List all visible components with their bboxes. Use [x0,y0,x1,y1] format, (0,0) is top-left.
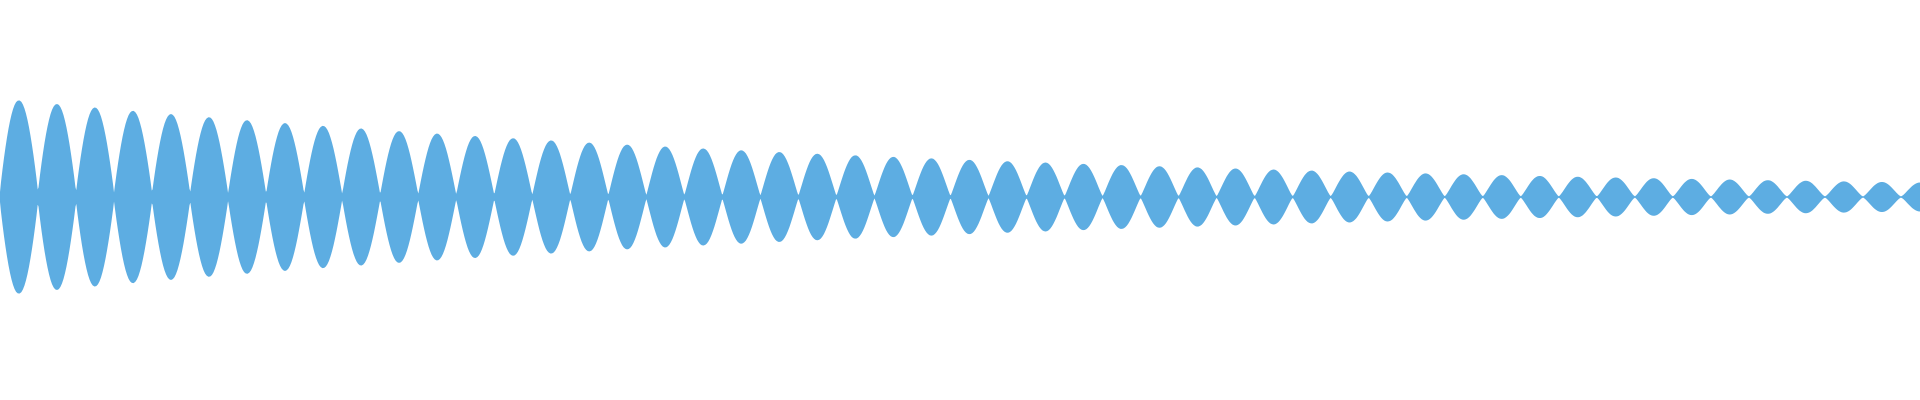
waveform-shape [0,100,1920,294]
